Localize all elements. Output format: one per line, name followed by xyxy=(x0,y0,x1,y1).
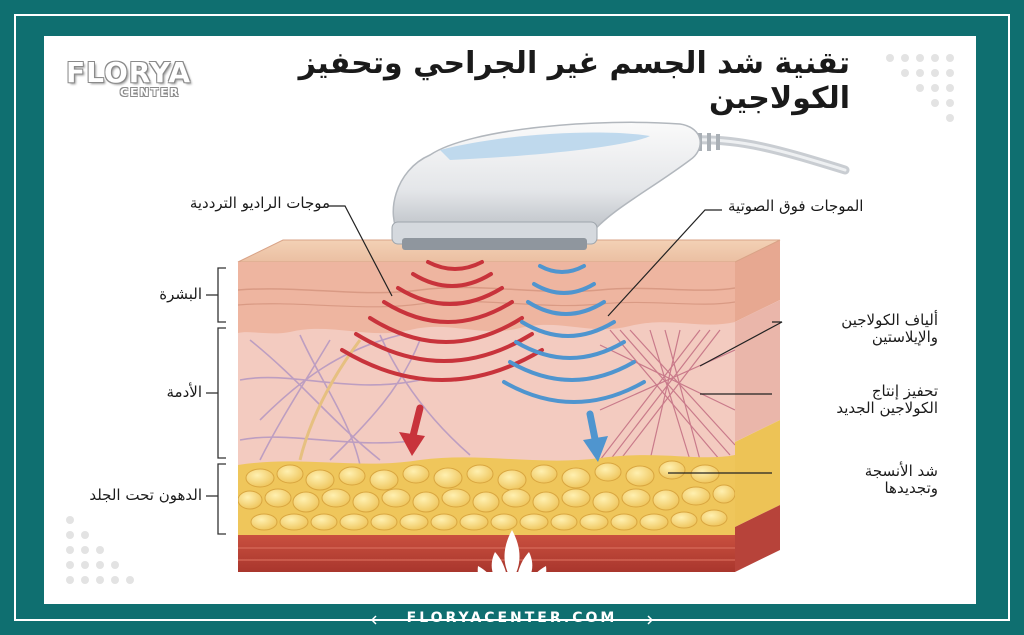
label-tissue-tightening-line2: وتجديدها xyxy=(884,479,938,498)
layer-brackets xyxy=(206,267,226,535)
rf-arrow xyxy=(399,404,425,456)
handpiece-device xyxy=(391,121,850,250)
skin-block-front xyxy=(238,262,735,572)
label-ultrasound-waves: الموجات فوق الصوتية xyxy=(728,197,864,215)
website-arrows xyxy=(370,615,654,625)
label-collagen-production-line2: الكولاجين الجديد xyxy=(836,399,938,418)
page-title: تقنية شد الجسم غير الجراحي وتحفيز الكولا… xyxy=(298,46,850,116)
collagen-fibers-left xyxy=(239,334,471,466)
ultrasound-arrow xyxy=(583,410,608,462)
label-epidermis: البشرة xyxy=(159,285,202,303)
collagen-fibers-right xyxy=(599,329,735,461)
ultrasound-wave-arcs xyxy=(502,264,646,404)
lotus-emblem-icon xyxy=(477,530,547,602)
website-link[interactable]: FLORYACENTER.COM xyxy=(406,610,618,626)
label-subcutaneous-fat: الدهون تحت الجلد xyxy=(89,486,202,504)
leader-lines xyxy=(328,205,783,474)
outer-frame xyxy=(14,14,1010,621)
muscle-layer xyxy=(238,535,735,572)
label-collagen-fibers-line1: ألياف الكولاجين xyxy=(841,311,938,329)
brand-logo-main: FLORYA xyxy=(66,56,192,89)
decor-dots-top-right xyxy=(886,54,954,122)
rf-wave-arcs xyxy=(340,260,544,382)
label-collagen-fibers-line2: والإيلاستين xyxy=(871,328,938,347)
skin-block-side xyxy=(735,240,780,572)
label-tissue-tightening: شد الأنسجة وتجديدها xyxy=(864,462,938,498)
label-tissue-tightening-line1: شد الأنسجة xyxy=(864,462,938,480)
label-collagen-production: تحفيز إنتاج الكولاجين الجديد xyxy=(836,382,938,418)
label-dermis: الأدمة xyxy=(166,383,202,401)
fat-cells xyxy=(238,460,735,531)
label-collagen-production-line1: تحفيز إنتاج xyxy=(871,382,938,400)
decor-dots-bottom-left xyxy=(66,516,134,584)
label-collagen-fibers: ألياف الكولاجين والإيلاستين xyxy=(841,311,938,347)
brand-logo-sub: CENTER xyxy=(120,86,181,99)
device-cable xyxy=(685,135,850,175)
label-radio-waves: موجات الراديو الترددية xyxy=(189,194,330,212)
brand-logo: FLORYA CENTER xyxy=(66,56,192,99)
